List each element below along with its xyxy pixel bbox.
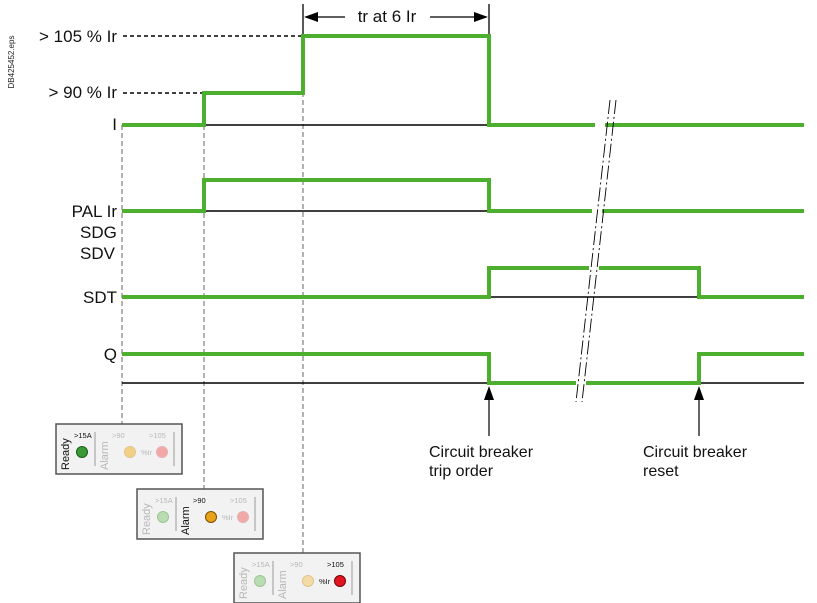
threshold-105-label: >105: [149, 431, 166, 440]
alarm-led: [124, 446, 136, 458]
signal-label-i: I: [112, 115, 117, 134]
waveform-q: [122, 352, 804, 385]
duration-arrow: tr at 6 Ir: [302, 4, 490, 36]
signal-label-sdv: SDV: [80, 244, 116, 263]
ready-led: [76, 446, 88, 458]
ir-percent-label: %Ir: [319, 577, 331, 586]
reset-label-line1: Circuit breaker: [643, 444, 748, 461]
threshold-105-label: >105: [230, 496, 247, 505]
duration-label: tr at 6 Ir: [358, 7, 417, 26]
trip-arrow: [484, 386, 494, 436]
ir-percent-label: %Ir: [141, 448, 153, 457]
signal-label-pal-ir: PAL Ir: [72, 202, 118, 221]
threshold-15a-label: >15A: [252, 560, 270, 569]
ready-label: Ready: [141, 503, 153, 535]
waveform-sdt: [122, 266, 804, 299]
indicator-panel: Ready>15A Alarm>90 >105 %Ir: [233, 552, 361, 603]
trip-label-line1: Circuit breaker: [429, 444, 534, 461]
reset-arrow: [694, 386, 704, 436]
threshold-105-label: >105: [327, 560, 344, 569]
time-break: [575, 99, 617, 403]
ir-led: [237, 511, 249, 523]
level-90-label: > 90 % Ir: [48, 83, 117, 102]
waveform-pal-ir: [122, 178, 804, 213]
indicator-panel: Ready>15A Alarm>90 >105 %Ir: [55, 423, 183, 475]
alarm-label: Alarm: [277, 570, 289, 599]
signal-label-sdt: SDT: [83, 288, 117, 307]
threshold-15a-label: >15A: [74, 431, 92, 440]
waveform-i: [122, 34, 804, 127]
signal-label-q: Q: [104, 345, 117, 364]
indicator-panels: Ready>15AAlarm>90>105%IrReady>15AAlarm>9…: [55, 423, 361, 603]
threshold-15a-label: >15A: [155, 496, 173, 505]
ready-label: Ready: [238, 567, 250, 599]
threshold-90-label: >90: [193, 496, 206, 505]
ready-led: [254, 575, 266, 587]
ready-label: Ready: [60, 438, 72, 470]
ir-percent-label: %Ir: [222, 513, 234, 522]
ir-led: [156, 446, 168, 458]
ir-led: [334, 575, 346, 587]
level-105-label: > 105 % Ir: [39, 27, 117, 46]
threshold-90-label: >90: [290, 560, 303, 569]
alarm-label: Alarm: [180, 506, 192, 535]
reset-label-line2: reset: [643, 463, 679, 480]
alarm-led: [205, 511, 217, 523]
signal-label-sdg: SDG: [80, 223, 117, 242]
doc-code: DB425452.eps: [7, 36, 16, 89]
indicator-panel: Ready>15A Alarm>90 >105 %Ir: [136, 488, 264, 540]
trip-label-line2: trip order: [429, 463, 494, 480]
threshold-90-label: >90: [112, 431, 125, 440]
alarm-label: Alarm: [99, 441, 111, 470]
ready-led: [157, 511, 169, 523]
alarm-led: [302, 575, 314, 587]
